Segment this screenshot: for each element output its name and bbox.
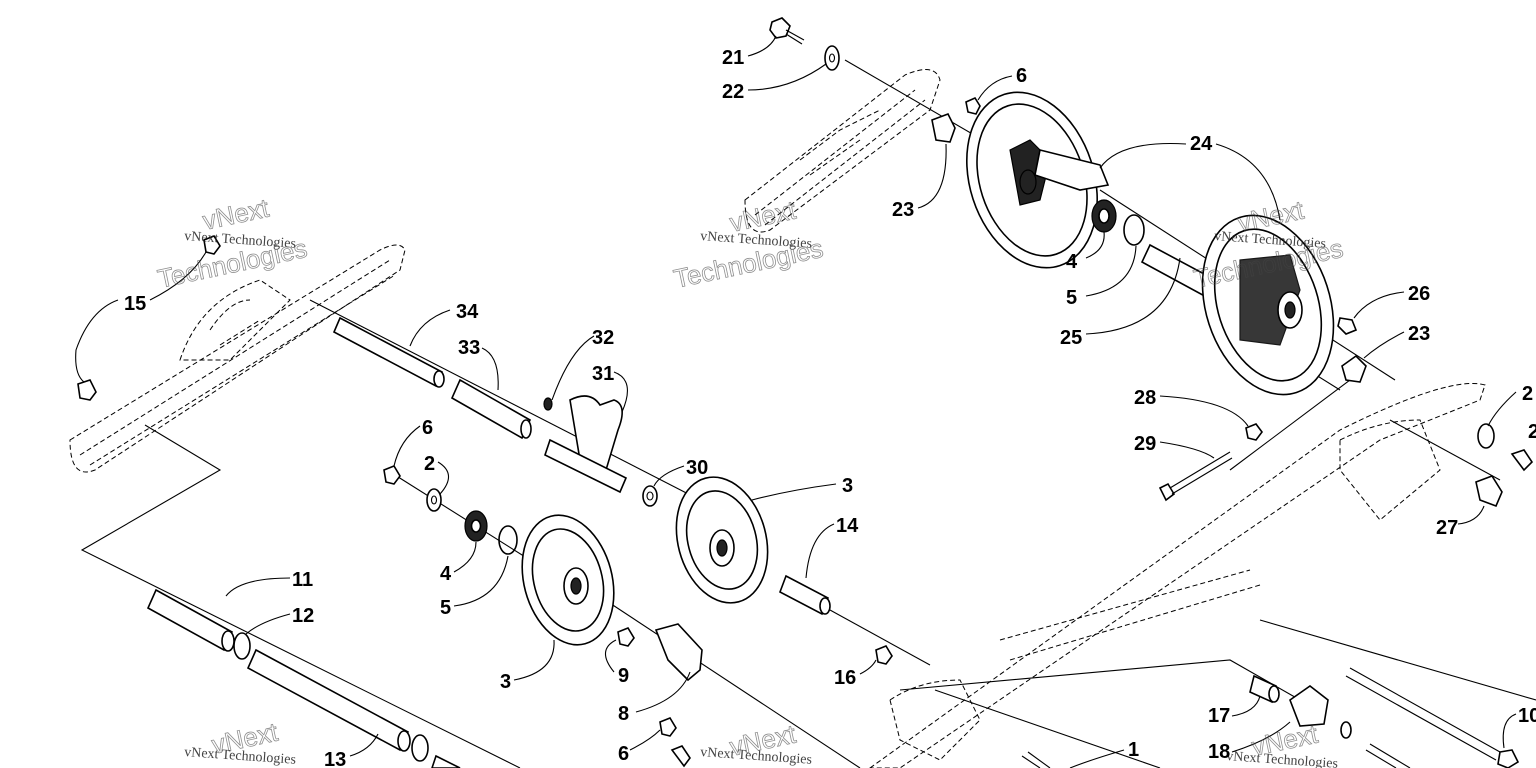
upper-rail-frame	[744, 69, 941, 233]
callout-labels: 21 22 6 24 23 4 5 25 26 23 28 29 27 2 2 …	[124, 47, 1536, 768]
callout-21: 21	[722, 47, 744, 69]
watermark-center: vNext vNext Technologies Technologies	[671, 194, 827, 294]
cap-23-right	[1341, 354, 1367, 383]
callout-6-top: 6	[1016, 65, 1027, 87]
callout-16: 16	[834, 667, 856, 689]
nut-28	[1245, 423, 1263, 441]
washer-2	[426, 488, 442, 512]
nut-6-mid	[383, 465, 401, 485]
wheel-3-upper	[675, 476, 769, 604]
leader-lines	[75, 35, 1517, 768]
callout-6-bottom: 6	[618, 743, 629, 765]
washer-22	[824, 45, 840, 71]
callout-31: 31	[592, 363, 614, 385]
callout-2-edge-2: 2	[1528, 421, 1536, 443]
ring-12	[233, 632, 251, 660]
spacer-14	[779, 574, 831, 616]
callout-5-left: 5	[440, 597, 451, 619]
callout-25: 25	[1060, 327, 1082, 349]
callout-17: 17	[1208, 705, 1230, 727]
ring-5-left	[498, 525, 518, 555]
tube-34	[332, 316, 445, 388]
callout-18: 18	[1208, 741, 1230, 763]
callout-12: 12	[292, 605, 314, 627]
idler-wheel-24-right	[1201, 214, 1335, 396]
tube-11	[146, 588, 235, 652]
callout-22: 22	[722, 81, 744, 103]
callout-23-top: 23	[892, 199, 914, 221]
callout-23-right: 23	[1408, 323, 1430, 345]
callout-4-left: 4	[440, 563, 452, 585]
bolt-right-edge	[1510, 449, 1534, 472]
nut-16	[875, 645, 893, 665]
nut-32	[543, 397, 553, 411]
callout-34: 34	[456, 301, 479, 323]
callout-3-upper: 3	[842, 475, 853, 497]
callout-26: 26	[1408, 283, 1430, 305]
nut-15-top	[203, 235, 221, 255]
spacer-30	[642, 485, 658, 507]
bolt-21	[769, 17, 805, 45]
callout-14: 14	[836, 515, 859, 537]
nut-15-bottom	[77, 379, 97, 401]
bolt-10	[1345, 667, 1520, 768]
cap-23-top	[931, 112, 956, 143]
watermark-bottom-left: vNext vNext Technologies	[184, 716, 297, 768]
callout-27: 27	[1436, 517, 1458, 539]
wheel-3-lower	[521, 514, 615, 646]
arm-31	[544, 395, 628, 494]
nut-6-top	[965, 96, 981, 115]
callout-2: 2	[424, 453, 435, 475]
watermark-bottom-right: vNext vNext Technologies	[1226, 718, 1339, 768]
watermark-left: vNext vNext Technologies Technologies	[155, 192, 311, 294]
spacer-17	[1249, 674, 1280, 704]
nut-6-bottom	[659, 717, 691, 768]
callout-11: 11	[292, 569, 313, 591]
ring-5-top	[1123, 214, 1145, 246]
bracket-8	[654, 623, 703, 682]
callout-6-mid: 6	[422, 417, 433, 439]
callout-15: 15	[124, 293, 146, 315]
callout-8: 8	[618, 703, 629, 725]
callout-5-top: 5	[1066, 287, 1077, 309]
bolt-29	[1158, 451, 1233, 502]
bearing-4-top	[1091, 199, 1117, 233]
bolt-1	[1021, 751, 1051, 768]
callout-1: 1	[1128, 739, 1139, 761]
idler-wheel-24-top	[966, 91, 1110, 269]
callout-24: 24	[1190, 133, 1213, 155]
callout-2-edge: 2	[1522, 383, 1533, 405]
bolt-26	[1337, 317, 1358, 335]
block-27	[1475, 475, 1503, 508]
watermark-bl-small: vNext Technologies	[184, 745, 297, 768]
washer-right-edge	[1477, 423, 1495, 449]
callout-3-lower: 3	[500, 671, 511, 693]
callout-10: 10	[1518, 705, 1536, 727]
watermark-left-top: vNext	[200, 193, 272, 236]
callout-29: 29	[1134, 433, 1156, 455]
bearing-4-left	[464, 510, 488, 542]
lower-rail-frame	[869, 382, 1486, 768]
callout-9: 9	[618, 665, 629, 687]
callout-13: 13	[324, 749, 346, 768]
callout-28: 28	[1134, 387, 1156, 409]
callout-33: 33	[458, 337, 480, 359]
callout-30: 30	[686, 457, 708, 479]
nut-9	[617, 627, 635, 647]
callout-32: 32	[592, 327, 614, 349]
bracket-18	[1289, 685, 1411, 768]
watermark-bottom-center: vNext vNext Technologies	[700, 718, 813, 768]
tube-13	[246, 648, 461, 768]
tube-33	[450, 378, 532, 440]
assembly-lines	[80, 59, 1536, 768]
left-rail-frame	[69, 244, 406, 473]
callout-4-top: 4	[1066, 251, 1078, 273]
